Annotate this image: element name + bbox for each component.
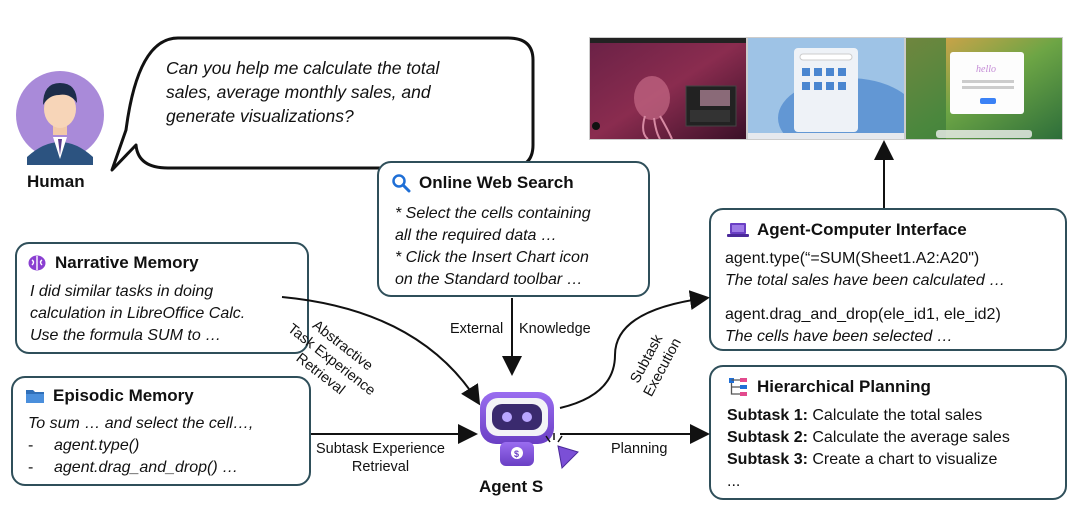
- episodic-memory-content: To sum … and select the cell…, -agent.ty…: [28, 413, 253, 479]
- narrative-memory-content: I did similar tasks in doing calculation…: [30, 281, 245, 347]
- label-planning: Planning: [611, 441, 668, 457]
- laptop-icon: [727, 223, 749, 237]
- episodic-memory-title: Episodic Memory: [25, 386, 194, 406]
- web-search-line: * Select the cells containing: [395, 205, 591, 222]
- speech-line: sales, average monthly sales, and: [166, 82, 431, 102]
- planning-content: Subtask 1: Calculate the total sales Sub…: [727, 405, 1010, 493]
- aci-result-line: The cells have been selected …: [725, 328, 953, 345]
- macos-screenshot: hello: [905, 37, 1063, 140]
- bullet: -: [28, 437, 34, 454]
- speech-bubble: [110, 36, 535, 172]
- label-subtask-experience: Subtask Experience Retrieval: [316, 441, 445, 475]
- label-knowledge: Knowledge: [519, 321, 591, 337]
- subtask-row: Subtask 3: Create a chart to visualize: [727, 451, 998, 468]
- speech-text: Can you help me calculate the total sale…: [166, 56, 439, 128]
- narrative-memory-title: Narrative Memory: [27, 253, 199, 273]
- subtask-row: Subtask 1: Calculate the total sales: [727, 407, 983, 424]
- narrative-line: calculation in LibreOffice Calc.: [30, 305, 246, 322]
- arrow-abstractive-retrieval: [281, 296, 481, 406]
- aci-code-line: agent.type(“=SUM(Sheet1.A2:A20"): [725, 250, 980, 267]
- aci-code-line: agent.drag_and_drop(ele_id1, ele_id2): [725, 306, 1001, 323]
- web-search-line: * Click the Insert Chart icon: [395, 249, 589, 266]
- planning-box: Hierarchical Planning Subtask 1: Calcula…: [709, 365, 1067, 500]
- svg-text:hello: hello: [976, 64, 996, 75]
- subtask-more: ...: [727, 473, 741, 490]
- aci-result-line: The total sales have been calculated …: [725, 272, 1006, 289]
- episodic-line: -agent.type(): [28, 435, 253, 457]
- hierarchy-icon: [729, 378, 747, 396]
- aci-title: Agent-Computer Interface: [727, 220, 967, 240]
- episodic-line: To sum … and select the cell…,: [28, 415, 254, 432]
- aci-content: agent.type(“=SUM(Sheet1.A2:A20") The tot…: [725, 248, 1005, 348]
- bullet: -: [28, 459, 34, 476]
- narrative-memory-box: Narrative Memory I did similar tasks in …: [15, 242, 309, 354]
- web-search-line: on the Standard toolbar …: [395, 271, 583, 288]
- windows-screenshot: [747, 37, 905, 140]
- narrative-line: I did similar tasks in doing: [30, 283, 214, 300]
- aci-box: Agent-Computer Interface agent.type(“=SU…: [709, 208, 1067, 351]
- narrative-line: Use the formula SUM to …: [30, 327, 222, 344]
- human-avatar: [15, 65, 105, 165]
- label-external: External: [450, 321, 504, 337]
- speech-line: generate visualizations?: [166, 106, 354, 126]
- web-search-box: Online Web Search * Select the cells con…: [377, 161, 650, 297]
- human-label: Human: [27, 172, 85, 191]
- episodic-memory-box: Episodic Memory To sum … and select the …: [11, 376, 311, 486]
- web-search-line: all the required data …: [395, 227, 557, 244]
- web-search-title: Online Web Search: [391, 173, 574, 193]
- arrow-subtask-execution: [559, 290, 710, 409]
- planning-title: Hierarchical Planning: [727, 377, 931, 397]
- agent-label: Agent S: [479, 477, 544, 496]
- episodic-line: -agent.drag_and_drop() …: [28, 457, 253, 479]
- ubuntu-screenshot: [589, 37, 747, 140]
- folder-icon: [26, 390, 44, 403]
- web-search-content: * Select the cells containing all the re…: [395, 203, 591, 291]
- svg-text:$: $: [514, 449, 519, 459]
- magnifier-icon: [392, 174, 411, 193]
- robot-icon: $: [480, 392, 579, 470]
- brain-icon: [28, 255, 46, 271]
- subtask-row: Subtask 2: Calculate the average sales: [727, 429, 1010, 446]
- speech-line: Can you help me calculate the total: [166, 58, 440, 78]
